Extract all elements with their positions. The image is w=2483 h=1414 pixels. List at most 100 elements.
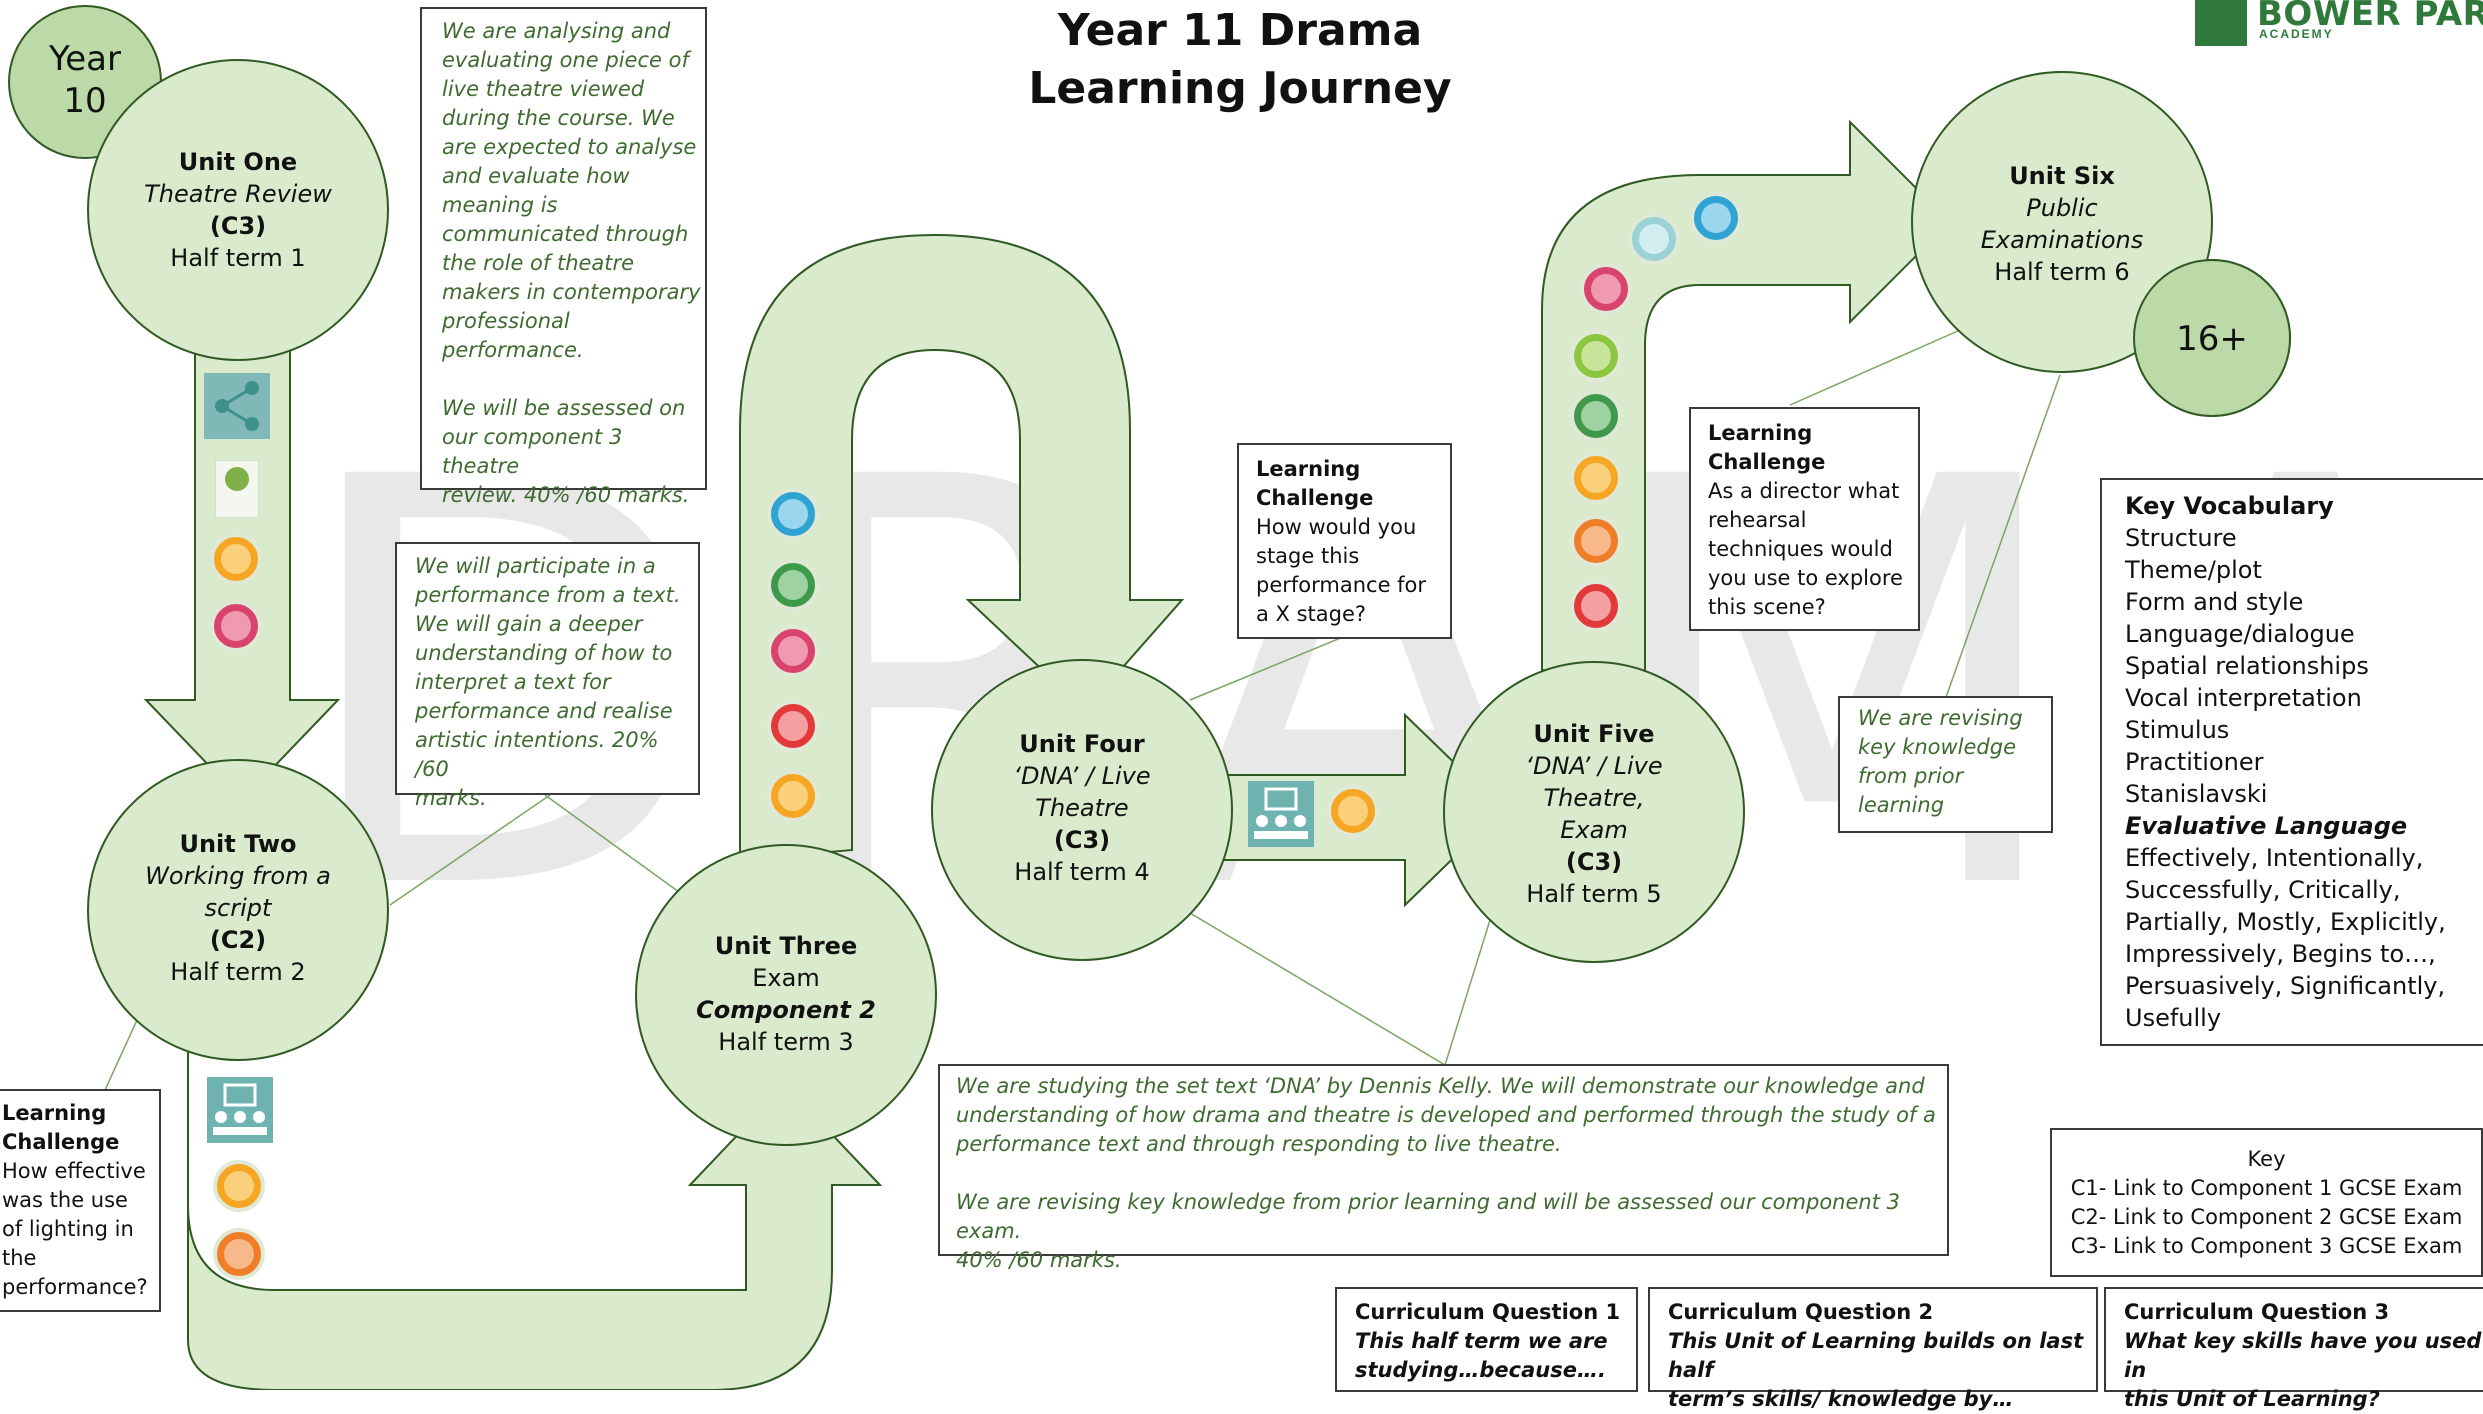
unit-component: (C2) bbox=[209, 926, 267, 954]
path-segment-2 bbox=[187, 1040, 883, 1390]
unit-term: Half term 2 bbox=[170, 958, 306, 986]
year-10-label: Year 10 bbox=[20, 38, 150, 122]
unit-two-circle bbox=[87, 759, 389, 1061]
lc-line: this scene? bbox=[1708, 595, 1826, 619]
key-item: C1- Link to Component 1 GCSE Exam bbox=[2070, 1176, 2463, 1200]
unit-component: (C3) bbox=[1565, 848, 1623, 876]
vocab-subheading: Evaluative Language bbox=[2125, 812, 2408, 840]
unit-component: (C3) bbox=[1053, 826, 1111, 854]
lc-line: performance? bbox=[2, 1275, 148, 1299]
lc-heading: Learning bbox=[2, 1101, 107, 1125]
lc-line: How would you bbox=[1256, 515, 1417, 539]
unit-five-text: Unit Five ‘DNA’ / Live Theatre, Exam (C3… bbox=[1474, 718, 1714, 910]
staying-positive-icon-inner bbox=[1581, 341, 1611, 371]
lc-line: the bbox=[2, 1246, 37, 1270]
unit-three-text: Unit Three Exam Component 2 Half term 3 bbox=[666, 930, 906, 1058]
unit-four-five-note: We are studying the set text ‘DNA’ by De… bbox=[938, 1064, 1949, 1272]
listening-icon bbox=[767, 625, 819, 677]
unit-subtitle: Theatre bbox=[1035, 794, 1129, 822]
speaking-icon bbox=[1570, 580, 1622, 632]
note-line: We are studying the set text ‘DNA’ by De… bbox=[956, 1074, 1925, 1098]
vocab-evaluative: Usefully bbox=[2125, 1004, 2222, 1032]
unit-subtitle: Public bbox=[2026, 194, 2098, 222]
lc-heading: Learning bbox=[1708, 421, 1813, 445]
creativity-icon-inner bbox=[221, 544, 251, 574]
unit-one-note: We are analysing and evaluating one piec… bbox=[420, 7, 707, 507]
unit-two-text: Unit Two Working from a script (C2) Half… bbox=[118, 828, 358, 988]
aiming-high-icon-inner bbox=[778, 570, 808, 600]
lc-line: techniques would bbox=[1708, 537, 1893, 561]
unit-title: Unit Six bbox=[2009, 162, 2115, 190]
teamwork-icon-inner bbox=[778, 499, 808, 529]
note-line: professional bbox=[442, 309, 570, 333]
note-line: our component 3 theatre bbox=[442, 425, 623, 478]
lc-line: How effective bbox=[2, 1159, 146, 1183]
unit-term: Half term 5 bbox=[1526, 880, 1662, 908]
speaking-icon bbox=[767, 700, 819, 752]
teamwork-icon-inner bbox=[1701, 203, 1731, 233]
listening-icon bbox=[210, 600, 262, 652]
unit-five-circle bbox=[1443, 661, 1745, 963]
vocab-item: Form and style bbox=[2125, 588, 2304, 616]
vocab-item: Spatial relationships bbox=[2125, 652, 2369, 680]
unit-subtitle: Exam bbox=[752, 964, 820, 992]
listening-icon bbox=[1580, 263, 1632, 315]
key-box: Key C1- Link to Component 1 GCSE Exam C2… bbox=[2050, 1128, 2483, 1277]
note-line: We are analysing and bbox=[442, 19, 671, 43]
lc-line: of lighting in bbox=[2, 1217, 134, 1241]
page-title: Year 11 Drama Learning Journey bbox=[960, 2, 1520, 118]
cq-heading: Curriculum Question 3 bbox=[2124, 1300, 2390, 1324]
cq-line: studying…because…. bbox=[1355, 1358, 1606, 1382]
note-spacer bbox=[956, 1159, 1947, 1188]
note-line: review. 40% /60 marks. bbox=[442, 483, 690, 507]
leadership-icon bbox=[1628, 213, 1680, 265]
unit-subtitle: ‘DNA’ / Live bbox=[1013, 762, 1151, 790]
year-10-line1: Year bbox=[49, 39, 121, 79]
learning-challenge-unit-four: Learning Challenge How would you stage t… bbox=[1237, 443, 1452, 639]
unit-component: (C3) bbox=[209, 212, 267, 240]
unit-subtitle: Theatre Review bbox=[144, 180, 332, 208]
note-line: We are revising bbox=[1858, 706, 2023, 730]
individual-liberty-icon bbox=[215, 460, 259, 518]
note-line: and evaluate how bbox=[442, 164, 630, 188]
curriculum-question-2: Curriculum Question 2 This Unit of Learn… bbox=[1648, 1287, 2098, 1411]
aiming-high-icon-inner bbox=[1581, 401, 1611, 431]
key-heading: Key bbox=[2247, 1147, 2286, 1171]
vocab-item: Stanislavski bbox=[2125, 780, 2268, 808]
year-16-bubble-front bbox=[2133, 259, 2291, 417]
vocab-evaluative: Effectively, Intentionally, bbox=[2125, 844, 2424, 872]
note-line: meaning is bbox=[442, 193, 558, 217]
unit-subtitle: ‘DNA’ / Live bbox=[1525, 752, 1663, 780]
note-line: understanding of how to bbox=[415, 641, 673, 665]
logo-sub: ACADEMY bbox=[2259, 27, 2334, 41]
cq-line: term’s skills/ knowledge by… bbox=[1668, 1387, 2014, 1411]
unit-one-text: Unit One Theatre Review (C3) Half term 1 bbox=[118, 146, 358, 274]
vocab-heading: Key Vocabulary bbox=[2125, 492, 2334, 520]
aiming-high-icon bbox=[767, 559, 819, 611]
unit-title: Unit Two bbox=[179, 830, 297, 858]
cq-line: this Unit of Learning? bbox=[2124, 1387, 2380, 1411]
note-line: We will participate in a bbox=[415, 554, 656, 578]
problem-solving-icon-inner bbox=[224, 1239, 254, 1269]
unit-one-circle bbox=[87, 59, 389, 361]
unit-six-text: Unit Six Public Examinations Half term 6 bbox=[1942, 160, 2182, 288]
speaking-icon-inner bbox=[778, 711, 808, 741]
unit-subtitle: script bbox=[204, 894, 272, 922]
note-line: from prior bbox=[1858, 764, 1964, 788]
key-item: C2- Link to Component 2 GCSE Exam bbox=[2070, 1205, 2463, 1229]
curriculum-question-1: Curriculum Question 1 This half term we … bbox=[1335, 1287, 1638, 1392]
lc-heading: Challenge bbox=[1256, 486, 1374, 510]
note-line: are expected to analyse bbox=[442, 135, 697, 159]
unit-term: Half term 1 bbox=[170, 244, 306, 272]
vocab-evaluative: Successfully, Critically, bbox=[2125, 876, 2401, 904]
lc-heading: Learning bbox=[1256, 457, 1361, 481]
note-line: marks. bbox=[415, 786, 487, 810]
listening-icon-inner bbox=[778, 636, 808, 666]
unit-title: Unit Five bbox=[1533, 720, 1655, 748]
note-line: live theatre viewed bbox=[442, 77, 645, 101]
speaking-icon-inner bbox=[1581, 591, 1611, 621]
note-line: interpret a text for bbox=[415, 670, 611, 694]
creativity-icon bbox=[210, 533, 262, 585]
note-line: during the course. We bbox=[442, 106, 675, 130]
lc-line: you use to explore bbox=[1708, 566, 1903, 590]
